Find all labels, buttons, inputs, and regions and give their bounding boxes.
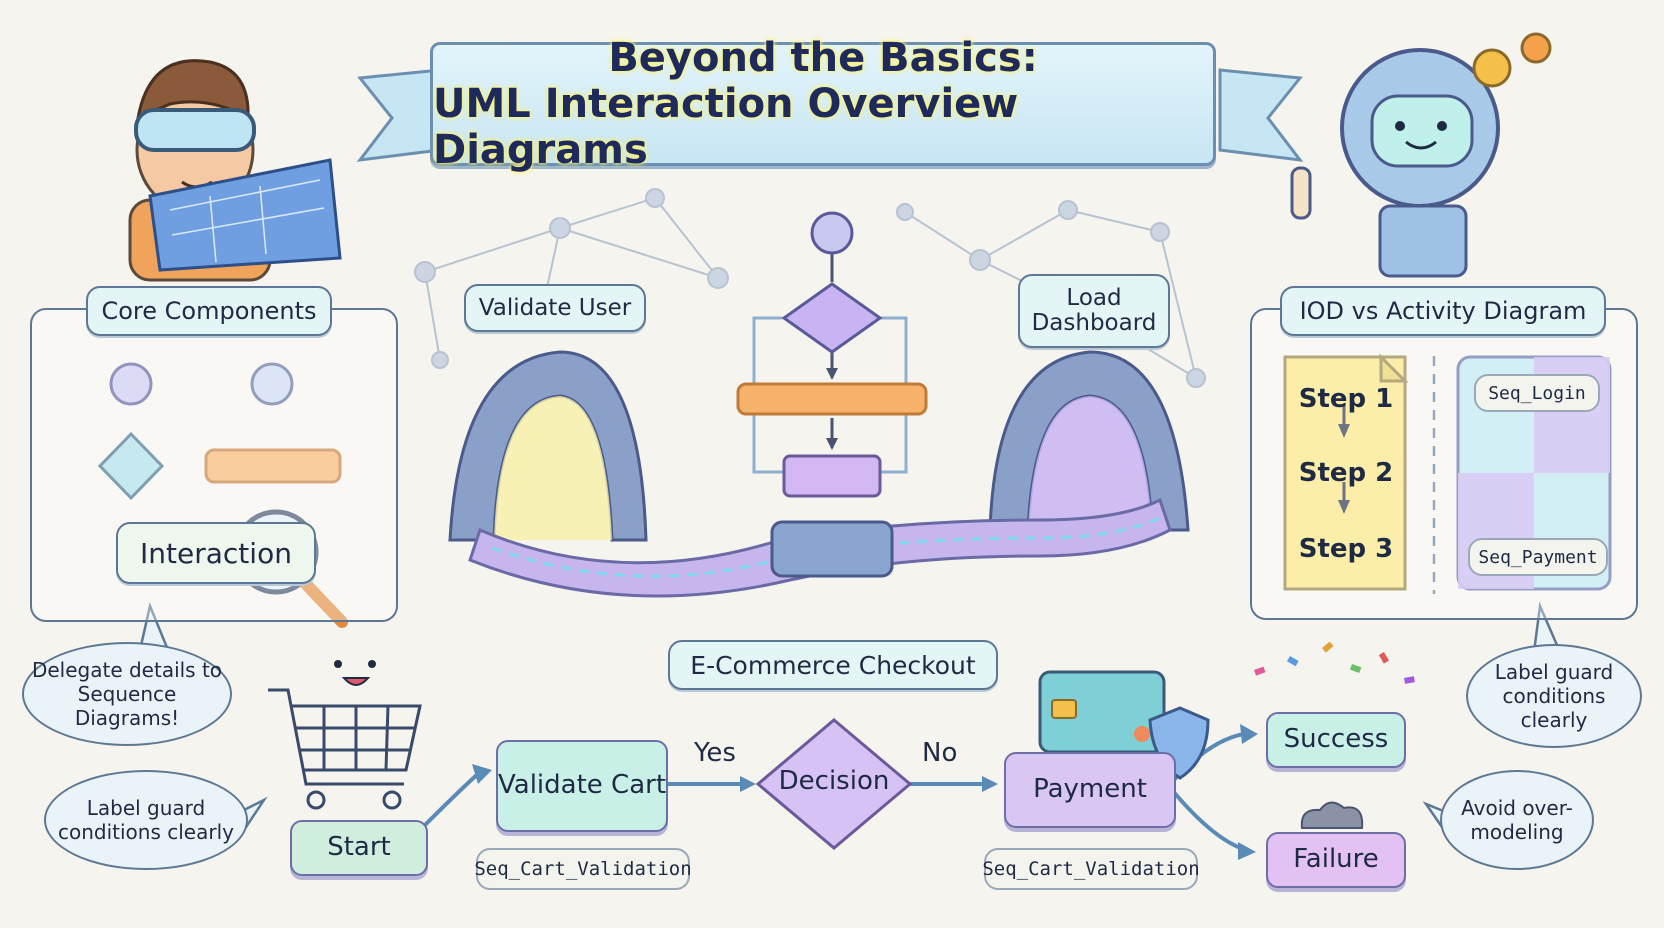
decision-diamond — [781, 282, 883, 354]
title-line1: Beyond the Basics: — [608, 35, 1038, 81]
checkout-decision-diamond — [755, 718, 913, 850]
payment-node: Payment — [1004, 752, 1176, 828]
ribbon-left — [356, 68, 442, 162]
checkout-heading: E-Commerce Checkout — [668, 640, 998, 690]
delegate-note: Delegate details to Sequence Diagrams! — [22, 642, 232, 746]
step-1: Step 1 — [1298, 384, 1394, 414]
seq-payment-label: Seq_Payment — [1468, 538, 1608, 576]
title-banner: Beyond the Basics: UML Interaction Overv… — [430, 35, 1216, 173]
component-initial — [109, 362, 153, 406]
guard-note-right: Label guard conditions clearly — [1466, 644, 1642, 748]
step-3: Step 3 — [1298, 534, 1394, 564]
initial-node — [810, 211, 854, 255]
smiley-face — [334, 660, 376, 686]
engineer-character — [128, 59, 342, 282]
guard-no: No — [922, 738, 958, 768]
decision-label: Decision — [778, 766, 890, 796]
action-box — [782, 454, 882, 498]
sticky-note — [1283, 355, 1407, 591]
start-node: Start — [290, 820, 428, 876]
interaction-label: Interaction — [116, 522, 316, 584]
guard-yes: Yes — [694, 738, 736, 768]
comparison-panel — [1250, 308, 1638, 620]
success-node: Success — [1266, 712, 1406, 768]
ribbon-right — [1218, 68, 1304, 162]
failure-node: Failure — [1266, 832, 1406, 888]
confetti — [1254, 641, 1415, 684]
component-decision — [97, 431, 165, 501]
robot-character — [1290, 32, 1552, 278]
component-fork-bar — [204, 448, 342, 484]
validate-user-label: Validate User — [464, 284, 646, 332]
tip-left: Label guard conditions clearly — [44, 770, 248, 870]
portal-track — [448, 350, 1190, 598]
comparison-heading: IOD vs Activity Diagram — [1280, 286, 1606, 336]
component-final — [250, 362, 294, 406]
title-line2: UML Interaction Overview Diagrams — [433, 81, 1019, 173]
payment-ref: Seq_Cart_Validation — [982, 848, 1200, 890]
step-2: Step 2 — [1298, 458, 1394, 488]
shopping-cart-icon — [268, 688, 422, 810]
core-components-heading: Core Components — [86, 286, 332, 336]
credit-card-icon — [1038, 670, 1166, 754]
validate-cart-node: Validate Cart — [496, 740, 668, 832]
load-dashboard-label: Load Dashboard — [1018, 274, 1170, 348]
cloud-icon — [1300, 801, 1364, 829]
seq-login-label: Seq_Login — [1474, 374, 1600, 412]
validate-cart-ref: Seq_Cart_Validation — [474, 848, 692, 890]
fork-bar — [736, 382, 928, 416]
tip-right: Avoid over-modeling — [1440, 770, 1594, 870]
